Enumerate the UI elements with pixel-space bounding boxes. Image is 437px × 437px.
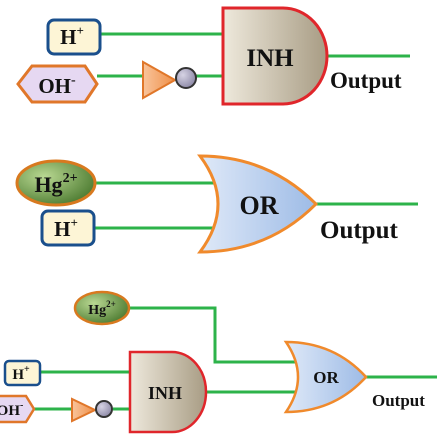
ion-charge: + (76, 23, 83, 38)
ion-symbol: Hg (34, 172, 62, 197)
h-plus-input: H+ (40, 209, 96, 247)
inverter-bubble (175, 67, 197, 89)
ion-symbol: H (54, 217, 70, 241)
or-gate-label: OR (313, 368, 339, 387)
output-label-1: Output (330, 68, 402, 93)
h-plus-input: H+ (3, 359, 42, 387)
ion-charge: 2+ (106, 299, 116, 309)
ion-charge: + (70, 215, 77, 230)
ion-symbol: OH (38, 74, 71, 98)
svg-text:H+: H+ (60, 23, 84, 49)
output-label-3: Output (372, 391, 425, 410)
oh-minus-input: OH- (16, 64, 99, 104)
ion-charge: + (24, 364, 30, 375)
output-label-2: Output (320, 217, 398, 244)
h-plus-input: H+ (46, 18, 102, 56)
inh-gate-label: INH (148, 383, 182, 403)
ion-charge: 2+ (63, 171, 78, 186)
or-gate-3: OR (283, 340, 368, 414)
circuit-1: H+ OH- INH Output (16, 6, 410, 106)
inh-gate-label: INH (246, 45, 294, 72)
svg-text:Hg2+: Hg2+ (88, 299, 116, 318)
or-gate-label: OR (240, 191, 279, 220)
inh-gate-3: INH (128, 350, 208, 434)
ion-symbol: OH (0, 403, 20, 419)
oh-minus-input: OH- (0, 394, 36, 424)
inh-gate-1: INH (221, 6, 329, 106)
hg-2plus-input: Hg2+ (73, 290, 131, 326)
ion-symbol: Hg (88, 303, 106, 318)
inverter-triangle (71, 397, 98, 423)
inverter-bubble (95, 400, 113, 418)
svg-text:Hg2+: Hg2+ (34, 171, 77, 197)
ion-charge: - (20, 400, 23, 411)
hg-2plus-input: Hg2+ (15, 159, 97, 207)
ion-charge: - (71, 73, 76, 88)
wire-hg-to-or (130, 306, 296, 364)
or-gate-2: OR (197, 154, 319, 254)
svg-text:OH-: OH- (0, 400, 23, 419)
circuit-2: Hg2+ H+ OR Output (15, 154, 418, 254)
svg-text:H+: H+ (54, 215, 78, 241)
circuit-3: Hg2+ H+ OH- INH OR (0, 290, 437, 434)
ion-symbol: H (12, 367, 24, 383)
ion-symbol: H (60, 25, 76, 49)
inverter-triangle (142, 60, 178, 100)
svg-text:H+: H+ (12, 364, 30, 383)
svg-text:OH-: OH- (38, 73, 76, 98)
